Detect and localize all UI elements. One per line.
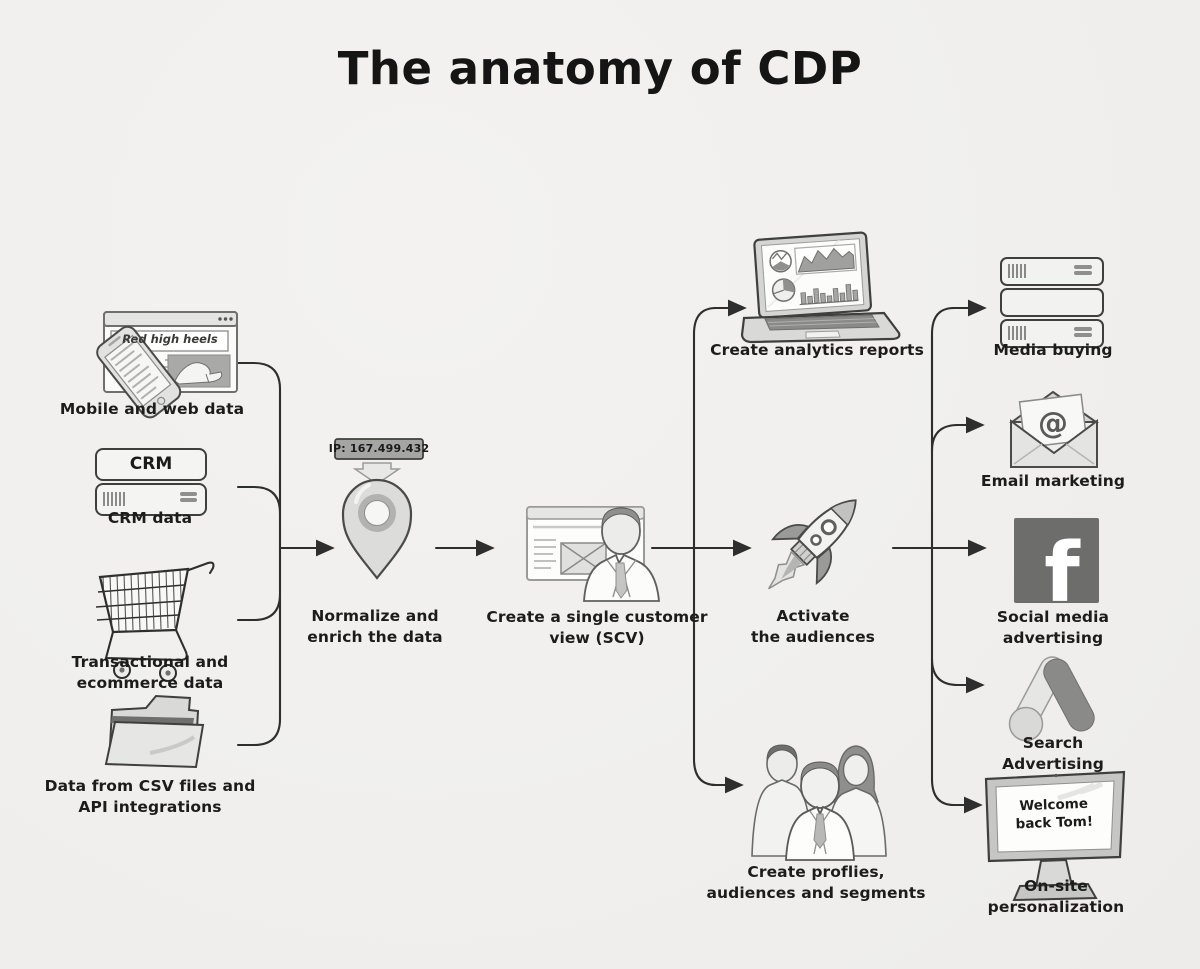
label-media-buying: Media buying <box>993 341 1113 359</box>
google-ads-icon <box>1008 656 1095 742</box>
facebook-icon: f <box>1014 518 1099 621</box>
crm-box-text: CRM <box>129 454 173 474</box>
email-at-symbol: @ <box>1038 406 1068 441</box>
email-envelope-icon: @ <box>1008 390 1100 468</box>
label-social-media-advertising: Social media advertising <box>996 608 1110 647</box>
connector-sources-bracket <box>236 361 335 747</box>
label-analytics-reports: Create analytics reports <box>710 341 924 359</box>
shopping-cart-icon <box>95 561 215 682</box>
label-profiles-segments: Create proflies, audiences and segments <box>706 863 926 902</box>
label-mobile-web-data: Mobile and web data <box>59 400 245 418</box>
connector-channels-branch <box>891 299 987 814</box>
label-normalize-enrich: Normalize and enrich the data <box>307 607 443 646</box>
crm-data-icon <box>95 448 207 516</box>
label-onsite-personalization: On-site personalization <box>987 877 1125 916</box>
connector-scv-branch <box>650 299 752 794</box>
facebook-f-letter: f <box>1044 526 1081 621</box>
mobile-and-web-icon <box>96 311 238 419</box>
folder-icon <box>104 694 205 769</box>
label-csv-api-data: Data from CSV files and API integrations <box>44 777 256 816</box>
label-email-marketing: Email marketing <box>980 472 1126 490</box>
ip-tag <box>334 438 424 485</box>
diagram-title: The anatomy of CDP <box>337 42 863 95</box>
people-group-icon <box>751 744 887 861</box>
label-single-customer-view: Create a single customer view (SCV) <box>486 608 708 647</box>
label-search-advertising: Search Advertising <box>1002 734 1104 773</box>
monitor-icon <box>984 770 1126 902</box>
browser-title-text: Red high heels <box>122 332 218 346</box>
scv-browser-person-icon <box>526 506 660 602</box>
media-servers-icon <box>1000 257 1104 348</box>
label-transactional-data: Transactional and ecommerce data <box>71 653 229 692</box>
label-crm-data: CRM data <box>107 509 193 527</box>
ip-tag-text: IP: 167.499.432 <box>328 442 430 455</box>
label-activate-audiences: Activate the audiences <box>750 607 876 646</box>
welcome-screen-text: Welcome back Tom! <box>1015 795 1094 833</box>
location-pin-icon <box>341 478 413 580</box>
rocket-icon <box>767 499 857 590</box>
analytics-laptop-icon <box>740 231 901 344</box>
